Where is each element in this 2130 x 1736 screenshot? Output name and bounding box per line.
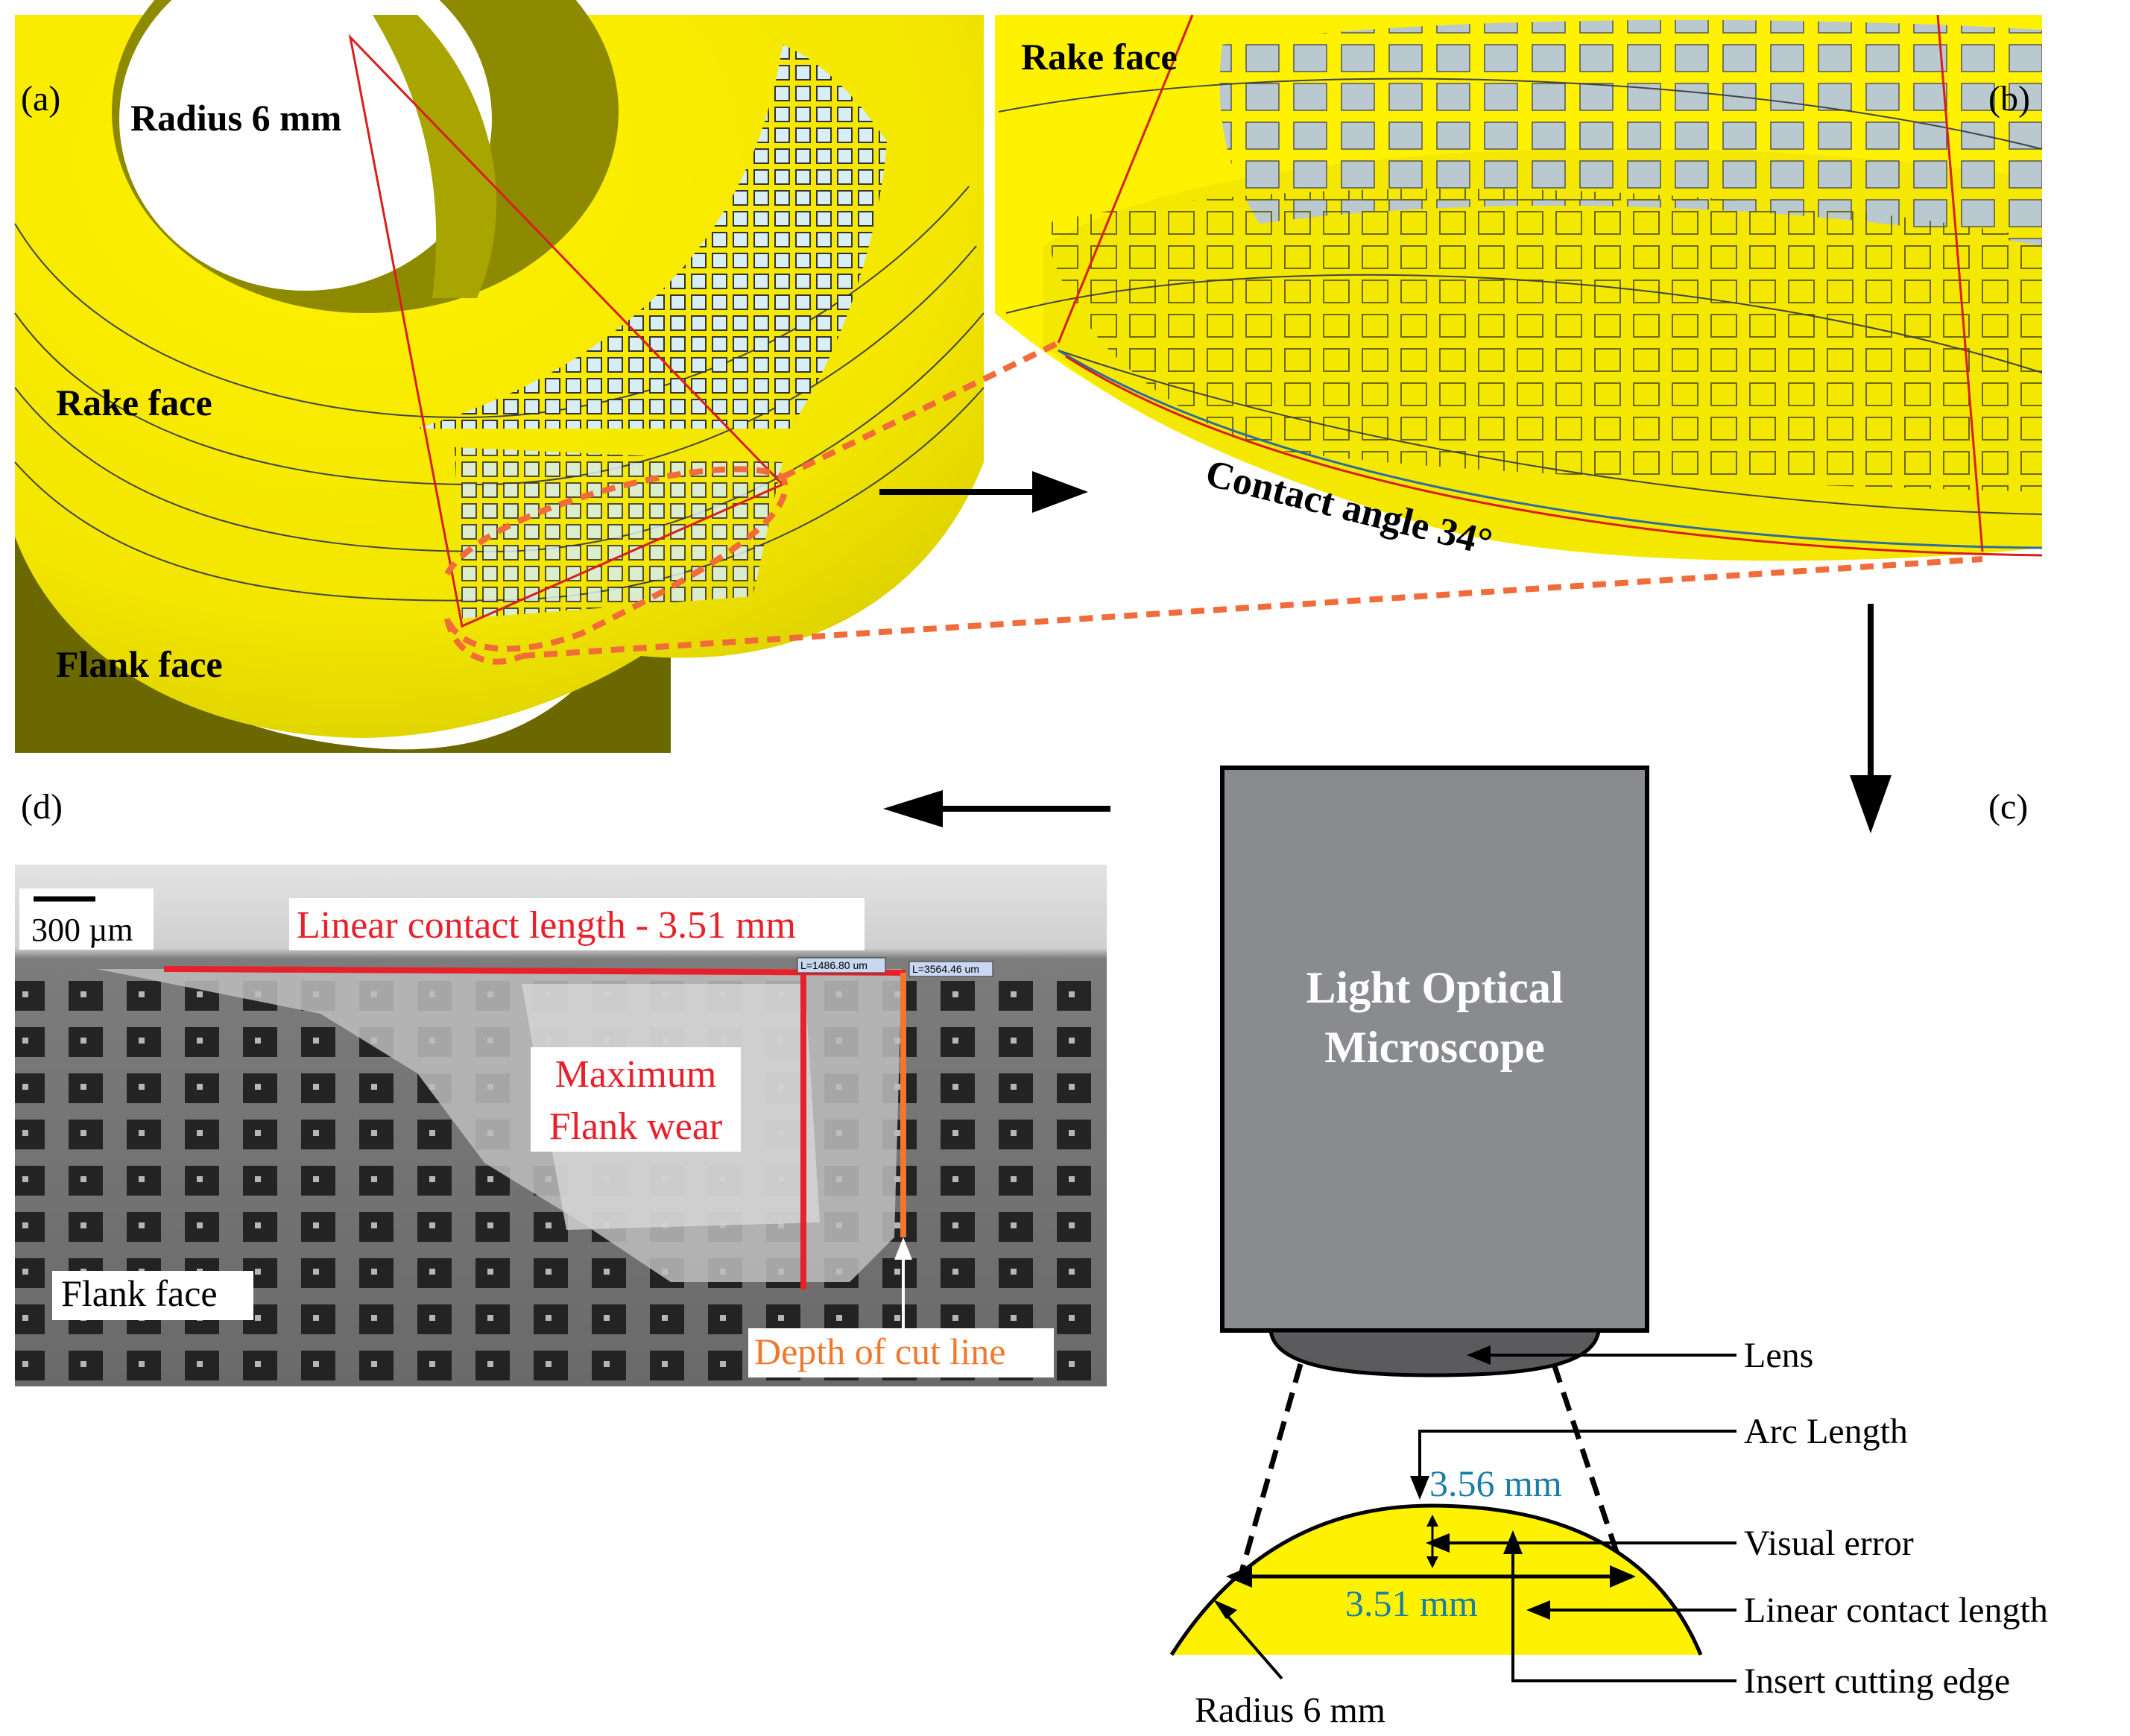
bore-hole bbox=[119, 0, 492, 291]
panel-c-tag: (c) bbox=[1988, 787, 2028, 827]
insert-cutting-edge bbox=[1169, 1503, 1703, 1656]
measure-tag-2: L=3564.46 um bbox=[912, 963, 979, 975]
flank-face-label-a: Flank face bbox=[56, 643, 223, 685]
hole-grid-bottom bbox=[1043, 189, 2042, 492]
arrow-c-to-d bbox=[883, 790, 1110, 827]
depth-of-cut-label: Depth of cut line bbox=[754, 1331, 1005, 1372]
radius-label-a: Radius 6 mm bbox=[130, 97, 341, 139]
max-wear-label-2: Flank wear bbox=[549, 1105, 722, 1148]
microscope-body bbox=[1220, 766, 1649, 1333]
hole-grid bbox=[417, 45, 887, 429]
linear-value: 3.51 mm bbox=[1345, 1582, 1478, 1624]
arc-value: 3.56 mm bbox=[1429, 1462, 1562, 1504]
radius-label-c: Radius 6 mm bbox=[1195, 1691, 1385, 1730]
cutting-edge-label: Insert cutting edge bbox=[1744, 1661, 2010, 1701]
rake-face-label-b: Rake face bbox=[1021, 36, 1178, 78]
visual-error-label: Visual error bbox=[1744, 1524, 1914, 1563]
flank-face-label-d: Flank face bbox=[61, 1272, 218, 1314]
contact-length-label: Linear contact length - 3.51 mm bbox=[297, 904, 796, 947]
arrow-b-to-c bbox=[1850, 604, 1892, 833]
linear-contact-label: Linear contact length bbox=[1744, 1591, 2048, 1630]
panel-c: (c) Light Optical Microscope 3.56 mm 3.5… bbox=[1169, 766, 2048, 1730]
panel-a: (a) Radius 6 mm Rake face Flank face bbox=[14, 0, 985, 753]
flank-face-region bbox=[15, 477, 671, 753]
arc-length-label: Arc Length bbox=[1744, 1412, 1908, 1451]
microscope-label-2: Microscope bbox=[1324, 1023, 1544, 1072]
lens bbox=[1268, 1328, 1601, 1377]
panel-d-tag: (d) bbox=[21, 787, 63, 827]
arrow-a-to-b bbox=[879, 471, 1088, 513]
panel-a-tag: (a) bbox=[21, 79, 60, 119]
measure-tag-1: L=1486.80 um bbox=[800, 959, 868, 971]
zoom-connector-bottom bbox=[521, 556, 1983, 659]
max-wear-label-1: Maximum bbox=[555, 1053, 717, 1096]
panel-b-tag: (b) bbox=[1988, 79, 2030, 119]
rake-face-label-a: Rake face bbox=[56, 382, 212, 423]
contact-length-line bbox=[163, 966, 906, 976]
panel-d: (d) 300 µm L=1486.80 um L=3564.46 um Lin… bbox=[15, 787, 1107, 1386]
microscope-label-1: Light Optical bbox=[1306, 963, 1563, 1012]
panel-b: (b) Rake face Contact angle 34° bbox=[995, 14, 2043, 564]
lens-label: Lens bbox=[1744, 1336, 1813, 1375]
section-triangle bbox=[348, 34, 785, 628]
scale-bar-label: 300 µm bbox=[31, 912, 133, 948]
zoom-connector-top bbox=[781, 340, 1060, 480]
